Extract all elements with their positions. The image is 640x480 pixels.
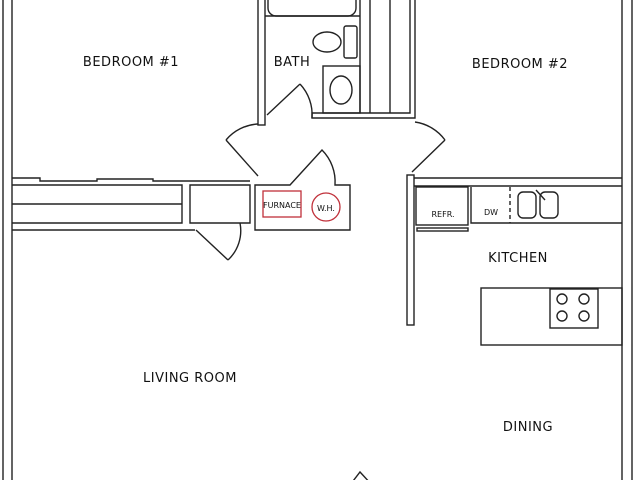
bedroom2-door [411, 121, 446, 173]
sink-bowl-right [539, 191, 559, 219]
bath-walls [257, 0, 416, 126]
kitchen-island [480, 287, 623, 346]
closet-door [195, 222, 242, 261]
bath-label: BATH [274, 55, 311, 70]
bedroom1-door [225, 123, 259, 177]
water-heater [311, 192, 341, 222]
toilet-bowl [312, 31, 342, 53]
dining-label: DINING [503, 420, 553, 435]
sink-bowl-left [517, 191, 537, 219]
living-room-label: LIVING ROOM [143, 371, 237, 386]
bedroom1-closet [12, 177, 251, 231]
bedroom2-label: BEDROOM #2 [472, 57, 568, 72]
bathtub [267, 0, 357, 17]
furnace [262, 190, 302, 218]
sink-cabinet [322, 65, 361, 114]
furnace-label: FURNACE [263, 201, 301, 210]
exterior-wall-right [621, 0, 633, 480]
refrigerator-label: REFR. [431, 210, 454, 219]
exterior-wall-left [2, 0, 13, 480]
entry-door [352, 470, 369, 480]
cooktop [549, 288, 599, 329]
toilet-tank [343, 25, 358, 59]
kitchen-label: KITCHEN [488, 251, 548, 266]
sink-basin [329, 75, 353, 105]
faucet-icon [535, 189, 546, 201]
kitchen-walls [406, 174, 623, 346]
utility-closet [254, 148, 351, 231]
bedroom1-label: BEDROOM #1 [83, 55, 179, 70]
bath-door [266, 83, 313, 119]
refrigerator [415, 186, 469, 226]
water-heater-label: W.H. [317, 204, 335, 213]
dishwasher-label: DW [484, 208, 498, 217]
